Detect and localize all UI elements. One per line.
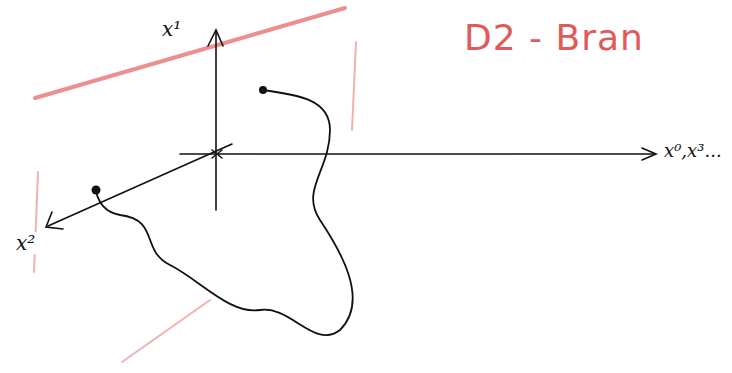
arrow-head [46,212,63,229]
brane-edge [352,42,356,130]
arrow-head [208,30,223,46]
axis-label: x² [14,232,37,254]
origin-tick [212,150,222,158]
brane-edge [34,172,38,272]
open-string [96,90,353,335]
string-endpoint [92,186,101,195]
string-endpoint [259,86,267,94]
brane-outline [34,8,356,362]
axis-line [215,32,217,210]
brane-edge [35,8,345,98]
axis-line [48,144,232,226]
arrow-head [642,148,656,160]
brane-edge [122,300,210,362]
axis-label: x⁰,x³... [662,141,724,161]
axis-label: x¹ [160,18,183,40]
axes [46,30,656,229]
brane-title: D2 - Bran [462,18,646,58]
axis-line [180,153,655,155]
